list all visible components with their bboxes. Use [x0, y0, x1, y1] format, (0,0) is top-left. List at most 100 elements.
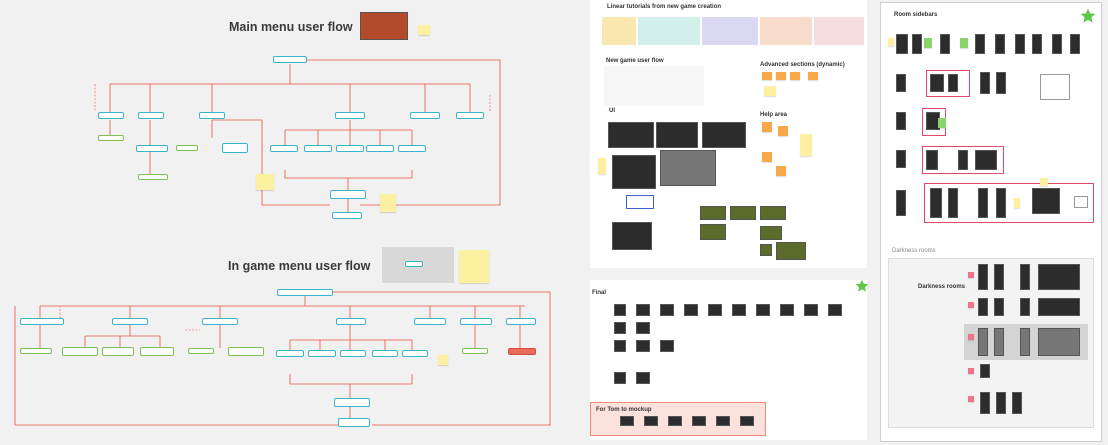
- game-screenshot[interactable]: [776, 242, 806, 260]
- sticky-note[interactable]: [380, 194, 396, 212]
- flow-node-green[interactable]: [62, 347, 98, 356]
- game-screenshot[interactable]: [700, 224, 726, 240]
- sticky-note[interactable]: [938, 118, 946, 128]
- sticky-note[interactable]: [459, 250, 489, 283]
- ui-screenshot[interactable]: [612, 222, 652, 250]
- game-screenshot[interactable]: [730, 206, 756, 220]
- final-screen[interactable]: [732, 304, 746, 316]
- sticky-note[interactable]: [968, 368, 974, 374]
- flow-node[interactable]: [222, 143, 248, 153]
- game-screenshot[interactable]: [760, 226, 782, 240]
- darkness-screen[interactable]: [978, 328, 988, 356]
- sidebar-screen[interactable]: [995, 34, 1005, 54]
- darkness-screen[interactable]: [978, 298, 988, 316]
- final-screen[interactable]: [614, 322, 626, 334]
- mockup-screen[interactable]: [740, 416, 754, 426]
- sticky-note[interactable]: [778, 126, 788, 136]
- main-menu-node[interactable]: [273, 56, 307, 63]
- sticky-note[interactable]: [968, 302, 974, 308]
- flow-node-green[interactable]: [462, 348, 488, 354]
- sidebar-screen[interactable]: [1015, 34, 1025, 54]
- final-screen[interactable]: [614, 340, 626, 352]
- darkness-screen[interactable]: [978, 264, 988, 290]
- final-screen[interactable]: [708, 304, 722, 316]
- flow-node[interactable]: [304, 145, 332, 152]
- flow-node[interactable]: [456, 112, 484, 119]
- final-screen[interactable]: [804, 304, 818, 316]
- flow-node-red[interactable]: [508, 348, 536, 355]
- flow-node-green[interactable]: [98, 135, 124, 141]
- flow-node-green[interactable]: [176, 145, 198, 151]
- flow-node[interactable]: [199, 112, 225, 119]
- sticky-note[interactable]: [438, 355, 448, 365]
- sidebar-screen[interactable]: [940, 34, 950, 54]
- sidebar-screen[interactable]: [896, 150, 906, 168]
- sidebar-screen[interactable]: [912, 34, 922, 54]
- sidebar-screen[interactable]: [975, 150, 997, 170]
- sidebar-screen[interactable]: [948, 74, 958, 92]
- sticky-note[interactable]: [808, 72, 818, 80]
- sticky-note[interactable]: [776, 166, 786, 176]
- sidebar-screen[interactable]: [1074, 196, 1088, 208]
- flow-node[interactable]: [20, 318, 64, 325]
- ui-screenshot[interactable]: [608, 122, 654, 148]
- sidebar-screen[interactable]: [948, 188, 958, 218]
- darkness-screen[interactable]: [1020, 328, 1030, 356]
- sticky-note[interactable]: [1040, 178, 1048, 186]
- final-screen[interactable]: [614, 304, 626, 316]
- sidebar-screen[interactable]: [1052, 34, 1062, 54]
- sidebar-screen[interactable]: [930, 188, 942, 218]
- flow-node[interactable]: [202, 318, 238, 325]
- final-screen[interactable]: [780, 304, 794, 316]
- sticky-note[interactable]: [968, 272, 974, 278]
- ui-screenshot[interactable]: [626, 195, 654, 209]
- final-screen[interactable]: [828, 304, 842, 316]
- sticky-note[interactable]: [968, 396, 974, 402]
- ui-screenshot[interactable]: [612, 155, 656, 189]
- darkness-screen[interactable]: [980, 392, 990, 414]
- darkness-screen[interactable]: [980, 364, 990, 378]
- sticky-note[interactable]: [790, 72, 800, 80]
- sticky-note[interactable]: [1014, 198, 1020, 208]
- flow-node-green[interactable]: [102, 347, 134, 356]
- final-screen[interactable]: [684, 304, 698, 316]
- flow-node[interactable]: [276, 350, 304, 357]
- darkness-screen[interactable]: [1020, 298, 1030, 316]
- sidebar-screen[interactable]: [1032, 34, 1042, 54]
- ui-screenshot[interactable]: [702, 122, 746, 148]
- sidebar-screen[interactable]: [896, 112, 906, 130]
- flow-node[interactable]: [336, 145, 364, 152]
- ui-screenshot[interactable]: [656, 122, 698, 148]
- flow-node[interactable]: [338, 418, 370, 427]
- flow-node[interactable]: [138, 112, 164, 119]
- flow-node[interactable]: [366, 145, 394, 152]
- sticky-note[interactable]: [776, 72, 786, 80]
- in-game-menu-node[interactable]: [277, 289, 333, 296]
- flow-node[interactable]: [372, 350, 398, 357]
- sidebar-screen[interactable]: [980, 72, 990, 94]
- darkness-screen[interactable]: [996, 392, 1006, 414]
- game-screenshot[interactable]: [700, 206, 726, 220]
- sidebar-screen[interactable]: [1070, 34, 1080, 54]
- mockup-screen[interactable]: [716, 416, 730, 426]
- flow-node[interactable]: [402, 350, 428, 357]
- flow-node-green[interactable]: [20, 348, 52, 354]
- flow-node[interactable]: [460, 318, 492, 325]
- mockup-screen[interactable]: [692, 416, 706, 426]
- sidebar-screen[interactable]: [930, 74, 944, 92]
- mockup-screen[interactable]: [668, 416, 682, 426]
- final-screen[interactable]: [756, 304, 770, 316]
- sticky-note[interactable]: [762, 72, 772, 80]
- sidebar-screen[interactable]: [1032, 188, 1060, 214]
- flow-node[interactable]: [332, 212, 362, 219]
- wireframe-menu-node[interactable]: [405, 261, 423, 267]
- flow-node[interactable]: [336, 318, 366, 325]
- final-screen[interactable]: [636, 304, 650, 316]
- darkness-screen[interactable]: [1020, 264, 1030, 290]
- sticky-note[interactable]: [924, 38, 932, 48]
- sidebar-screen[interactable]: [978, 188, 988, 218]
- flow-node[interactable]: [398, 145, 426, 152]
- flow-node-green[interactable]: [228, 347, 264, 356]
- sidebar-screen[interactable]: [996, 188, 1006, 218]
- sticky-note[interactable]: [960, 38, 968, 48]
